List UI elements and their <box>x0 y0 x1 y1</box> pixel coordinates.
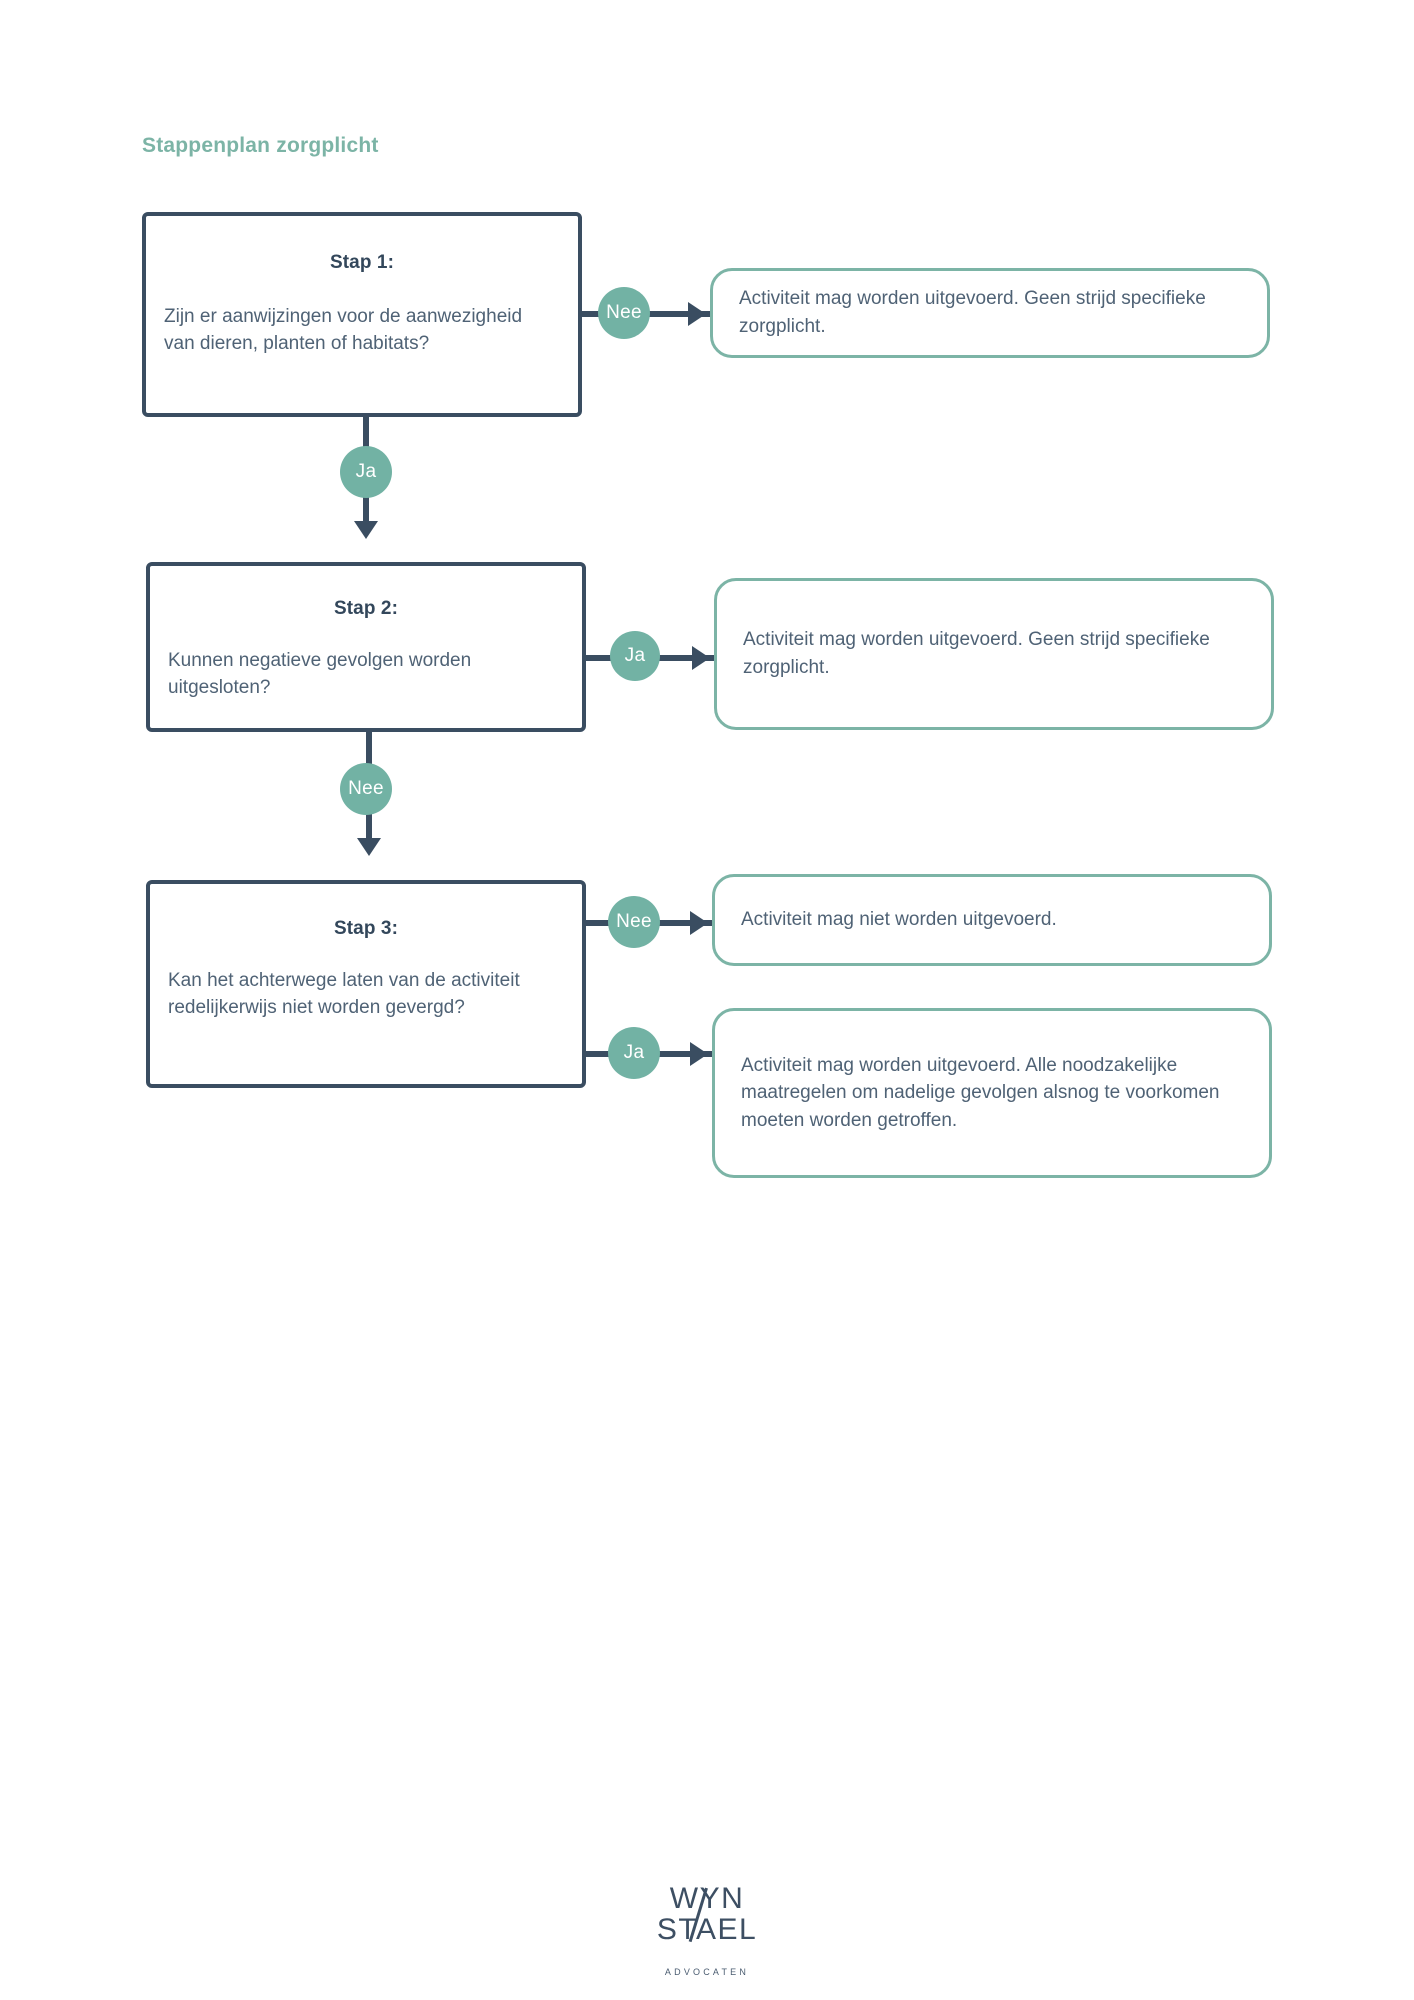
result-text: Activiteit mag worden uitgevoerd. Geen s… <box>739 288 1206 337</box>
arrow-stap-1-nee <box>688 302 706 326</box>
page-title: Stappenplan zorgplicht <box>142 134 379 157</box>
arrow-stap-2-ja <box>692 646 710 670</box>
arrow-stap-1-ja <box>354 521 378 539</box>
result-box-stap-2-ja: Activiteit mag worden uitgevoerd. Geen s… <box>714 578 1274 730</box>
step-question: Kan het achterwege laten van de activite… <box>168 970 520 1018</box>
result-box-stap-3-ja: Activiteit mag worden uitgevoerd. Alle n… <box>712 1008 1272 1178</box>
result-text: Activiteit mag worden uitgevoerd. Alle n… <box>741 1054 1220 1131</box>
logo-subtitle: ADVOCATEN <box>664 1967 750 1977</box>
footer-logo: WYN STAEL ADVOCATEN <box>0 1882 1414 1977</box>
step-box-stap-2: Stap 2: Kunnen negatieve gevolgen worden… <box>146 562 586 732</box>
logo-line-2: STAEL <box>656 1913 758 1946</box>
branch-label-stap-2-ja: Ja <box>610 631 660 681</box>
result-box-stap-1-nee: Activiteit mag worden uitgevoerd. Geen s… <box>710 268 1270 358</box>
step-heading: Stap 2: <box>333 598 399 619</box>
branch-label-stap-2-nee: Nee <box>340 763 392 815</box>
arrow-stap-3-ja <box>690 1042 708 1066</box>
branch-label-stap-3-ja: Ja <box>608 1027 660 1079</box>
step-box-stap-3: Stap 3: Kan het achterwege laten van de … <box>146 880 586 1088</box>
branch-label-stap-3-nee: Nee <box>608 896 660 948</box>
step-heading: Stap 1: <box>329 252 395 273</box>
branch-label-stap-1-nee: Nee <box>598 287 650 339</box>
result-text: Activiteit mag niet worden uitgevoerd. <box>741 909 1057 931</box>
result-box-stap-3-nee: Activiteit mag niet worden uitgevoerd. <box>712 874 1272 966</box>
step-question: Zijn er aanwijzingen voor de aanwezighei… <box>164 306 523 354</box>
result-text: Activiteit mag worden uitgevoerd. Geen s… <box>743 629 1210 678</box>
logo-line-1: WYN <box>669 1882 745 1915</box>
logo-mark: WYN STAEL <box>647 1882 767 1956</box>
step-heading: Stap 3: <box>333 918 399 939</box>
arrow-stap-3-nee <box>690 911 708 935</box>
step-question: Kunnen negatieve gevolgen worden uitgesl… <box>168 650 472 698</box>
arrow-stap-2-nee <box>357 838 381 856</box>
branch-label-stap-1-ja: Ja <box>340 446 392 498</box>
step-box-stap-1: Stap 1: Zijn er aanwijzingen voor de aan… <box>142 212 582 417</box>
